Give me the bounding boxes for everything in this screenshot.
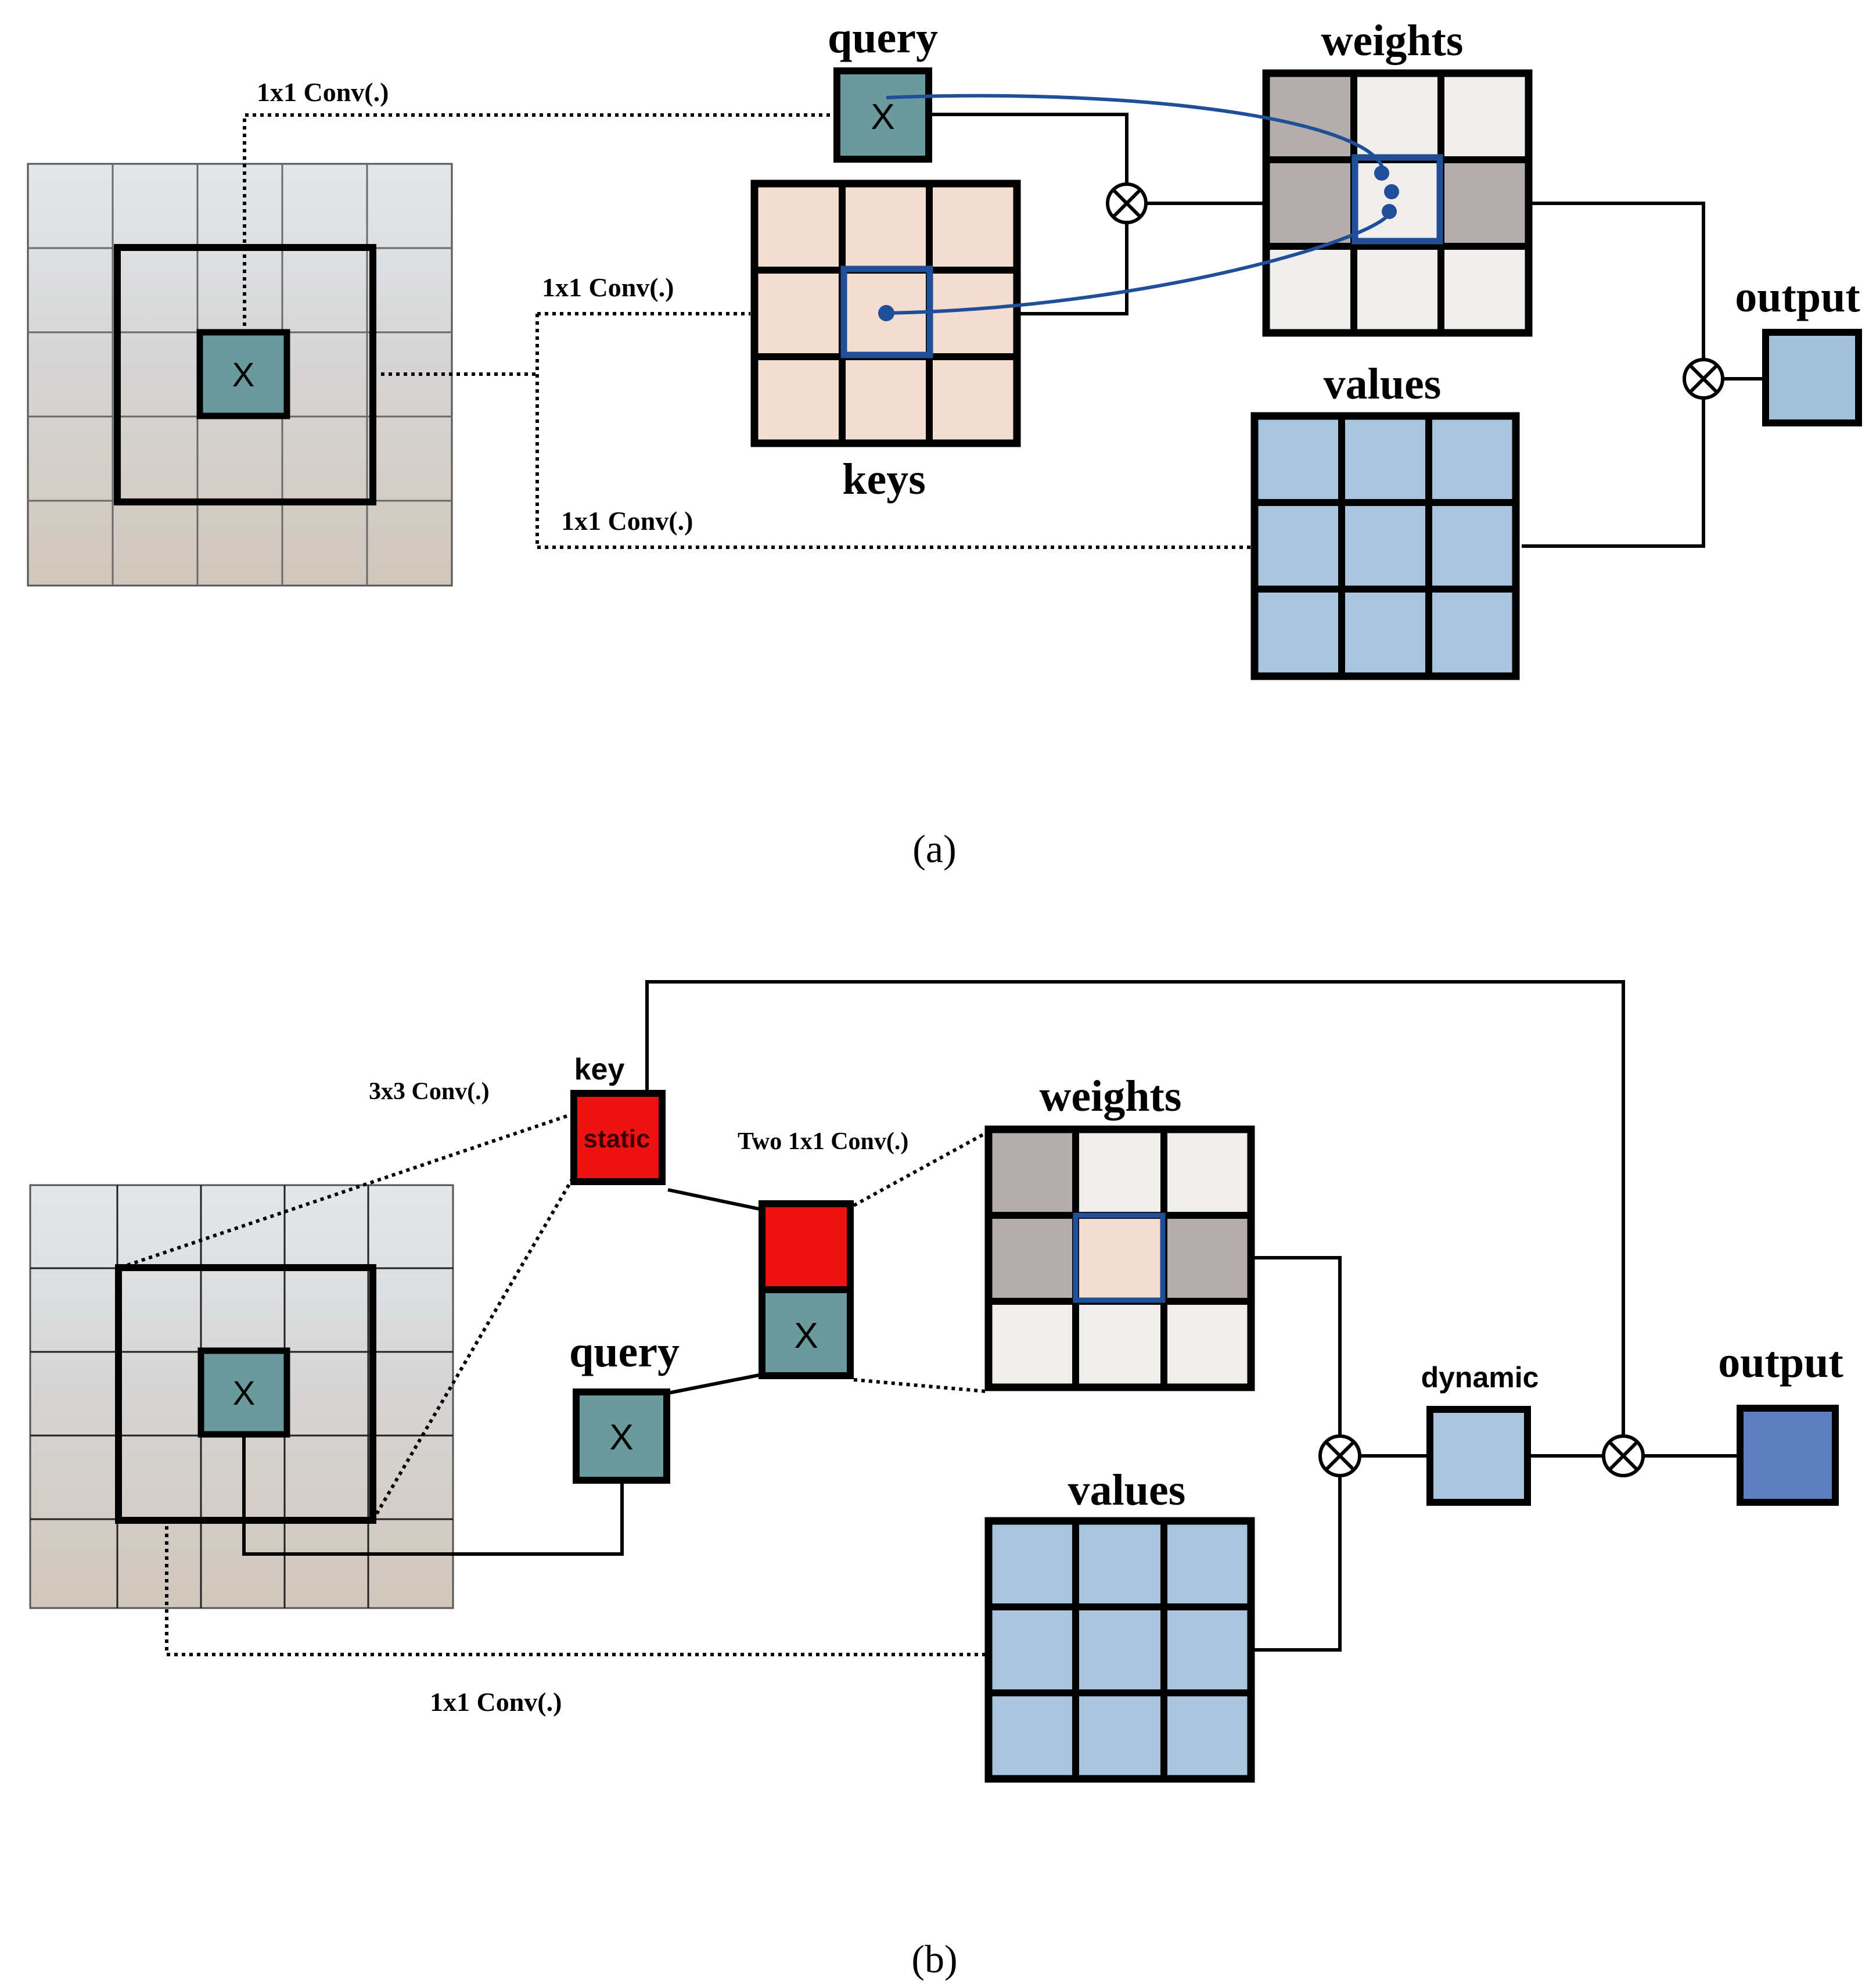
output-title-b: output bbox=[1718, 1338, 1843, 1387]
dotted-connectors-a bbox=[243, 113, 1253, 549]
query-x-a: X bbox=[871, 97, 894, 137]
dynamic-box-b bbox=[1426, 1406, 1531, 1506]
concat-key-part-b bbox=[759, 1200, 854, 1293]
keys-grid-a bbox=[750, 180, 1021, 447]
query-title-b: query bbox=[569, 1327, 680, 1376]
query-box-a bbox=[833, 67, 932, 163]
panel-b: X 3x3 Conv(.) Two 1x1 Conv(.) 1x1 Conv(.… bbox=[29, 980, 1843, 1981]
conv-label-keys-a: 1x1 Conv(.) bbox=[542, 272, 674, 302]
static-label-b: static bbox=[584, 1125, 650, 1153]
keys-title-a: keys bbox=[842, 455, 926, 504]
solid-connectors-a bbox=[932, 113, 1766, 548]
concat-x-b: X bbox=[794, 1316, 818, 1356]
query-box-b bbox=[573, 1388, 670, 1484]
output-box-a bbox=[1762, 329, 1862, 426]
output-box-b bbox=[1737, 1405, 1839, 1506]
center-pixel-x-a: X bbox=[232, 356, 255, 394]
output-title-a: output bbox=[1735, 272, 1860, 321]
weights-center-highlight-a bbox=[1352, 154, 1443, 245]
query-title-a: query bbox=[828, 13, 938, 62]
values-title-b: values bbox=[1068, 1466, 1186, 1515]
multiply-node-b1 bbox=[1318, 1434, 1361, 1477]
conv-label-values-b: 1x1 Conv(.) bbox=[430, 1687, 562, 1717]
weights-title-b: weights bbox=[1040, 1072, 1182, 1121]
conv-label-query-a: 1x1 Conv(.) bbox=[257, 77, 389, 107]
center-pixel-x-b: X bbox=[233, 1375, 256, 1412]
attention-dots-a bbox=[1374, 166, 1399, 219]
conv-label-two-b: Two 1x1 Conv(.) bbox=[738, 1128, 908, 1155]
dotted-connectors-b bbox=[120, 1113, 987, 1656]
values-title-a: values bbox=[1324, 360, 1442, 408]
attention-arcs-a bbox=[886, 94, 1392, 315]
conv-label-key-b: 3x3 Conv(.) bbox=[369, 1078, 490, 1105]
center-pixel-b bbox=[197, 1347, 290, 1438]
values-grid-b bbox=[984, 1517, 1255, 1783]
caption-b: (b) bbox=[911, 1937, 957, 1981]
values-grid-a bbox=[1250, 412, 1520, 680]
concat-key-query-b bbox=[759, 1200, 854, 1379]
query-x-b: X bbox=[609, 1418, 633, 1458]
dynamic-title-b: dynamic bbox=[1421, 1361, 1539, 1394]
weights-grid-b bbox=[984, 1125, 1255, 1391]
caption-a: (a) bbox=[912, 827, 956, 871]
key-static-box-b bbox=[570, 1090, 666, 1185]
multiply-node-a1 bbox=[1106, 182, 1148, 224]
multiply-node-b2 bbox=[1602, 1434, 1645, 1477]
conv-label-values-a: 1x1 Conv(.) bbox=[561, 506, 693, 536]
solid-connectors-b bbox=[242, 980, 1739, 1652]
panel-a: X 1x1 Conv(.) 1x1 Conv(.) 1x1 Conv(.) qu… bbox=[27, 13, 1862, 871]
weights-grid-a bbox=[1262, 69, 1533, 337]
key-title-b: key bbox=[574, 1053, 625, 1086]
weights-center-highlight-b bbox=[1073, 1212, 1166, 1303]
multiply-node-a2 bbox=[1683, 358, 1724, 400]
weights-title-a: weights bbox=[1321, 16, 1464, 65]
